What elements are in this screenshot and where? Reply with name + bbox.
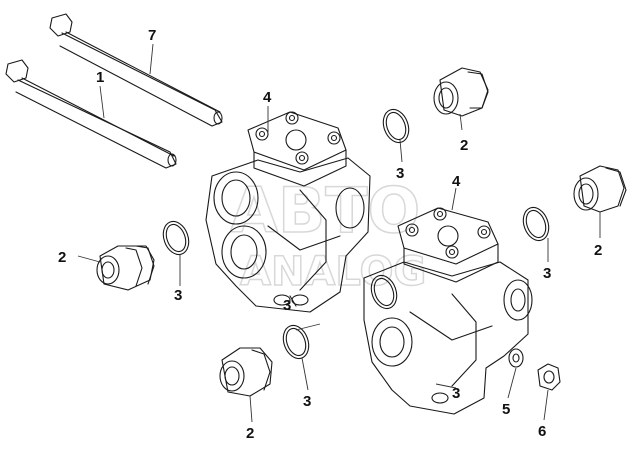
long-bolt — [49, 13, 223, 127]
seal-right — [522, 206, 550, 242]
fitting-top-right — [433, 67, 489, 117]
nut — [537, 363, 561, 391]
label-fitting-left: 2 — [58, 249, 66, 266]
fitting-left — [96, 245, 155, 291]
label-valve-plate-lower: 4 — [452, 173, 461, 190]
watermark: ABTO ANALOG — [229, 173, 427, 296]
label-short-bolt: 1 — [96, 69, 104, 86]
fitting-bottom — [219, 347, 273, 397]
label-fitting-bottom: 2 — [246, 425, 254, 442]
label-long-bolt: 7 — [148, 27, 156, 44]
label-seal-bottom: 3 — [303, 393, 311, 410]
washer — [508, 348, 524, 368]
label-nut: 6 — [538, 423, 546, 440]
leader-lines — [77, 43, 601, 423]
label-seal-right: 3 — [543, 265, 551, 282]
seal-top — [382, 108, 410, 144]
label-washer: 5 — [502, 401, 510, 418]
label-seal-lower-body: 3 — [452, 385, 460, 402]
part-labels: 7 1 4 4 2 2 2 2 3 3 3 3 3 3 5 6 — [58, 27, 602, 442]
seal-bottom — [282, 324, 310, 360]
short-bolt — [5, 59, 177, 169]
upper-valve-body — [205, 111, 371, 313]
watermark-line2: ANALOG — [240, 249, 426, 295]
label-seal-center: 3 — [283, 297, 291, 314]
watermark-line1: ABTO — [230, 174, 420, 247]
seal-center — [370, 274, 398, 310]
fitting-mid-right — [573, 165, 627, 213]
label-fitting-top-right: 2 — [460, 137, 468, 154]
label-seal-left: 3 — [174, 287, 182, 304]
label-seal-top: 3 — [396, 165, 404, 182]
label-valve-plate-upper: 4 — [263, 89, 272, 106]
label-fitting-mid-right: 2 — [594, 242, 602, 259]
lower-valve-body — [363, 207, 533, 415]
seal-left — [162, 220, 190, 256]
